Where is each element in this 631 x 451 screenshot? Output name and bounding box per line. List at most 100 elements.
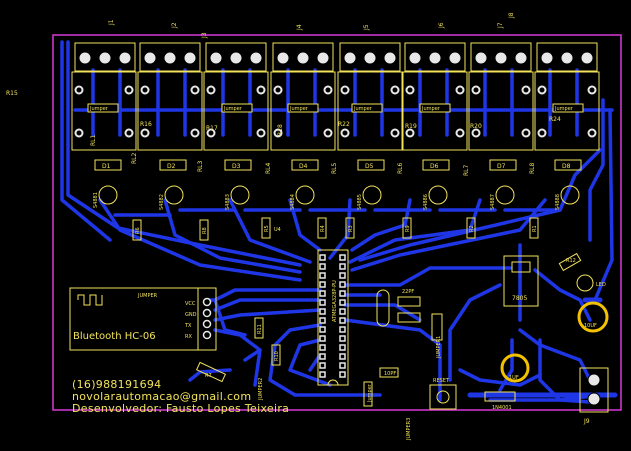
- resistor-r7: [195, 361, 227, 383]
- label-u4: U4: [274, 227, 281, 233]
- cap-10uf: [577, 301, 609, 333]
- jumper-label-3: Jumper: [223, 106, 243, 112]
- relay-rl3: [203, 71, 269, 151]
- jumper-label-6: Jumper: [554, 106, 574, 112]
- label-rl5: RL5: [331, 162, 338, 174]
- label-jumper3: JUMPER3: [406, 418, 412, 441]
- label-jumper1: JUMPER1: [436, 336, 442, 359]
- label-r15: R15: [6, 90, 18, 97]
- relay-rl7: [468, 71, 534, 151]
- jumper1-header: [431, 313, 443, 341]
- label-rl3: RL3: [197, 160, 204, 172]
- led: [576, 274, 594, 292]
- label-cap-10pf: 10PF: [384, 371, 396, 377]
- board-outline: [52, 34, 622, 411]
- label-rl2: RL2: [131, 152, 138, 164]
- bt-pin-gnd: GND: [185, 312, 197, 318]
- contact-email: novolarautomacao@gmail.com: [72, 390, 251, 403]
- label-q8: S4888: [555, 194, 561, 210]
- label-j1: J1: [108, 19, 115, 26]
- label-d7: D7: [497, 163, 506, 170]
- label-q2: S4882: [159, 194, 165, 210]
- label-r20: R20: [470, 123, 482, 130]
- relays: [71, 71, 600, 151]
- label-r-led: R12: [566, 258, 576, 264]
- xtal-cap-2: [397, 312, 421, 323]
- label-q5: S4885: [357, 194, 363, 210]
- relay-rl5: [337, 71, 403, 151]
- label-q1: S4881: [93, 192, 99, 208]
- label-r19: R19: [405, 123, 417, 130]
- label-rl1: RL1: [90, 134, 97, 146]
- label-j4: J4: [296, 24, 303, 31]
- label-rd: R4: [320, 225, 326, 232]
- label-d8: D8: [562, 163, 571, 170]
- label-cap-1uf: 1UF: [509, 375, 519, 381]
- contact-developer: Desenvolvedor: Fausto Lopes Teixeira: [72, 402, 289, 415]
- bluetooth-jumper-label: JUMPER: [137, 293, 158, 299]
- label-d1: D1: [102, 163, 111, 170]
- label-q6: S4886: [423, 194, 429, 210]
- terminal-j5: [339, 42, 401, 72]
- label-rg: R2: [469, 225, 475, 232]
- power-connector-j9: [579, 367, 609, 413]
- transistors: [98, 185, 580, 205]
- label-r11: R11: [257, 324, 263, 334]
- label-rh: R1: [532, 225, 538, 232]
- label-r17: R17: [206, 125, 218, 132]
- label-jumper-bottom: Jumper: [367, 383, 373, 403]
- label-j2: J2: [171, 22, 178, 29]
- label-q7: S4887: [490, 194, 496, 210]
- label-d5: D5: [365, 163, 374, 170]
- label-r18: R18: [277, 124, 284, 136]
- jumper-label-1: Jumper: [89, 106, 109, 112]
- label-regulator: 7805: [512, 295, 527, 302]
- jumper-label-5: Jumper: [353, 106, 373, 112]
- contact-phone: (16)988191694: [72, 378, 161, 391]
- label-rf: R9: [405, 225, 411, 232]
- mcu-chip: [317, 249, 349, 386]
- reset-button: [429, 384, 457, 410]
- relay-jumpers: Jumper Jumper Jumper Jumper Jumper Jumpe…: [87, 103, 584, 113]
- bluetooth-module: [69, 287, 217, 351]
- bt-pin-tx: TX: [184, 323, 192, 329]
- terminal-j7: [470, 42, 532, 72]
- label-rl4: RL4: [265, 162, 272, 174]
- base-resistors: [132, 217, 539, 241]
- label-d4: D4: [299, 163, 308, 170]
- relay-rl6: [402, 71, 468, 151]
- label-rb: R8: [202, 227, 208, 234]
- label-ra: R6: [135, 227, 141, 234]
- label-j6: J6: [438, 22, 445, 29]
- label-r24: R24: [549, 116, 561, 123]
- label-r10: R10: [274, 351, 280, 361]
- crystal: [376, 289, 390, 327]
- relay-rl1: [71, 71, 137, 151]
- label-diode: 1N4001: [492, 405, 512, 411]
- diodes: D1 D2 D3 D4 D5 D6 D7 D8: [94, 159, 582, 171]
- mcu-pins: [319, 254, 346, 378]
- label-rl8: RL8: [529, 162, 536, 174]
- bt-pin-rx: RX: [185, 334, 192, 340]
- led-resistor: [558, 252, 582, 272]
- label-cap-10uf: 10UF: [584, 323, 597, 329]
- bluetooth-module-label: Bluetooth HC-06: [73, 331, 156, 342]
- terminal-j1: [74, 42, 136, 72]
- jumper-header-bottom: [363, 381, 373, 407]
- jumper-label-4: Jumper: [289, 106, 309, 112]
- label-xtal-cap: 22PF: [402, 289, 414, 295]
- relay-rl8: [534, 71, 600, 151]
- relay-rl4: [270, 71, 336, 151]
- label-jumper2: JUMPER2: [258, 378, 264, 401]
- label-j3: J3: [201, 32, 208, 39]
- label-j7: J7: [497, 22, 504, 29]
- jumper-label-2: Jumper: [421, 106, 441, 112]
- cap-1uf: [500, 353, 530, 383]
- relay-rl2: [137, 71, 203, 151]
- diode-1n4001: [484, 391, 516, 402]
- label-d3: D3: [232, 163, 241, 170]
- label-r16: R16: [140, 121, 152, 128]
- terminal-j4: [272, 42, 334, 72]
- bt-pin-vcc: VCC: [185, 301, 196, 307]
